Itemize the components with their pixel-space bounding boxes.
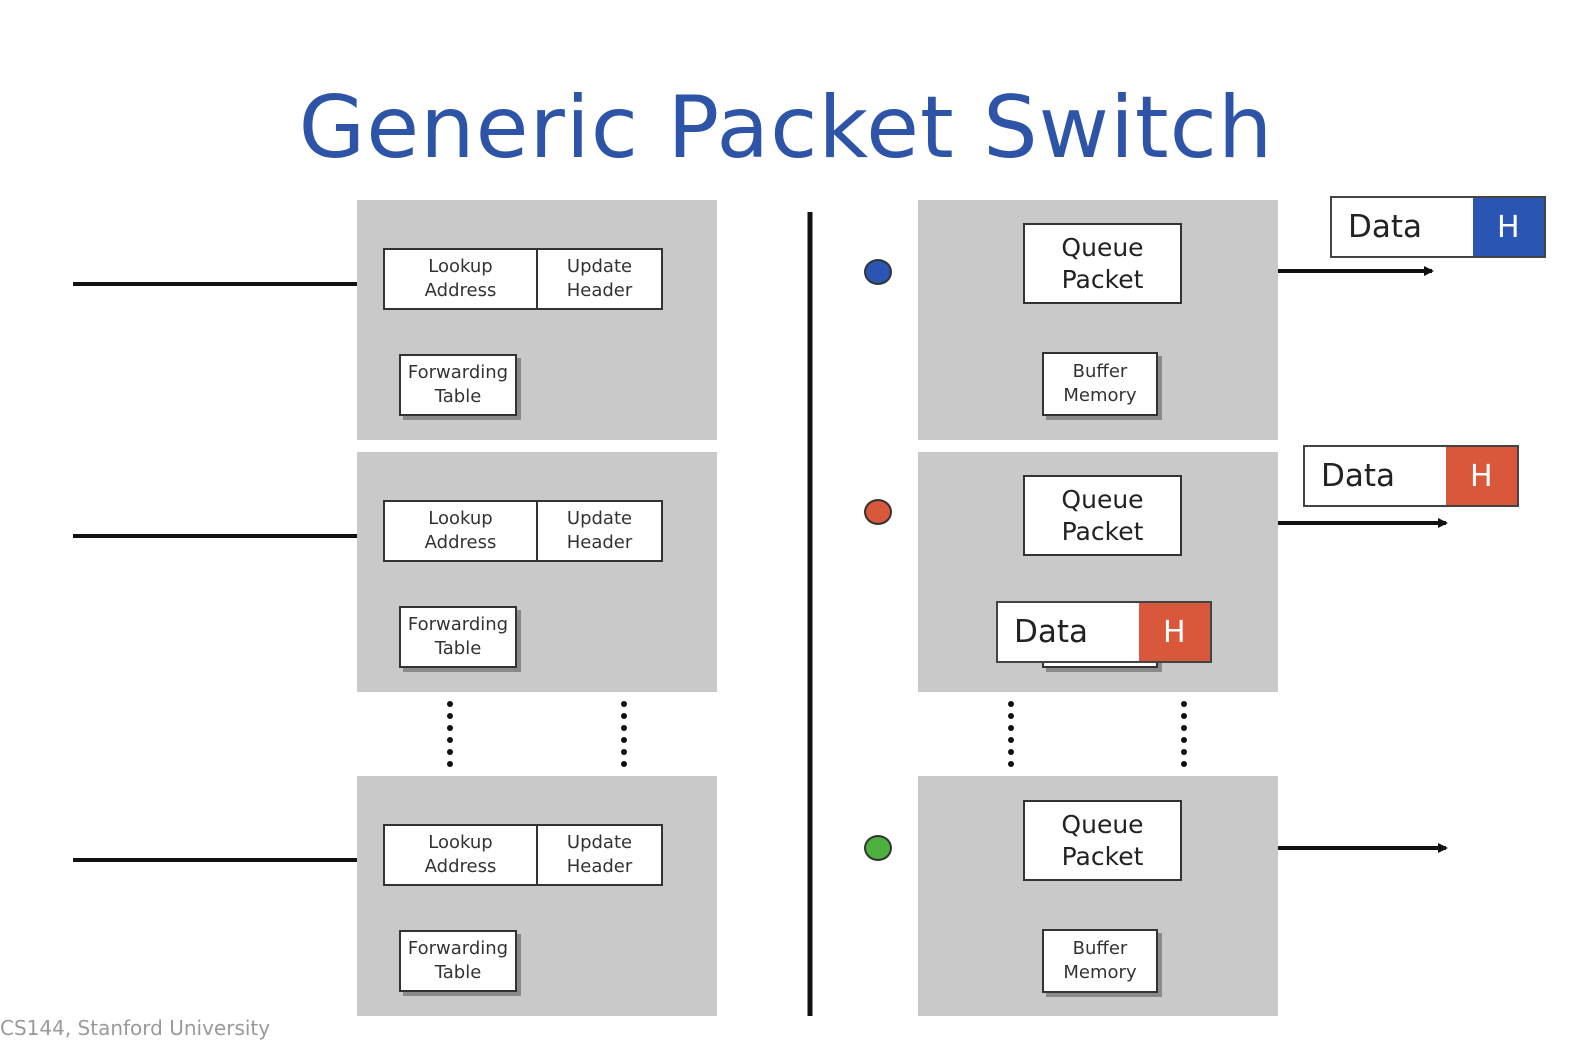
queue-packet-box: Queue Packet bbox=[1023, 475, 1182, 556]
footer-credit: CS144, Stanford University bbox=[0, 1016, 271, 1040]
red-packet-out: Data H bbox=[1303, 445, 1519, 507]
update-header-box: Update Header bbox=[536, 824, 663, 886]
forwarding-table-box: Forwarding Table bbox=[399, 354, 517, 416]
packet-data: Data bbox=[1332, 198, 1473, 256]
forwarding-table-box: Forwarding Table bbox=[399, 930, 517, 992]
red-packet-buffered: Data H bbox=[996, 601, 1212, 663]
packet-header: H bbox=[1472, 198, 1544, 256]
ellipsis-dots bbox=[447, 701, 1187, 767]
green-indicator-dot bbox=[864, 835, 892, 861]
packet-data: Data bbox=[1305, 447, 1446, 505]
queue-packet-box: Queue Packet bbox=[1023, 223, 1182, 304]
blue-indicator-dot bbox=[864, 259, 892, 285]
lookup-address-box: Lookup Address bbox=[383, 824, 538, 886]
queue-packet-box: Queue Packet bbox=[1023, 800, 1182, 881]
buffer-memory-box: Buffer Memory bbox=[1042, 929, 1158, 993]
packet-header: H bbox=[1138, 603, 1210, 661]
packet-header: H bbox=[1445, 447, 1517, 505]
lookup-address-box: Lookup Address bbox=[383, 248, 538, 310]
blue-packet-out: Data H bbox=[1330, 196, 1546, 258]
packet-data: Data bbox=[998, 603, 1139, 661]
slide-title: Generic Packet Switch bbox=[298, 78, 1274, 178]
update-header-box: Update Header bbox=[536, 500, 663, 562]
update-header-box: Update Header bbox=[536, 248, 663, 310]
lookup-address-box: Lookup Address bbox=[383, 500, 538, 562]
red-indicator-dot bbox=[864, 499, 892, 525]
forwarding-table-box: Forwarding Table bbox=[399, 606, 517, 668]
buffer-memory-box: Buffer Memory bbox=[1042, 352, 1158, 416]
